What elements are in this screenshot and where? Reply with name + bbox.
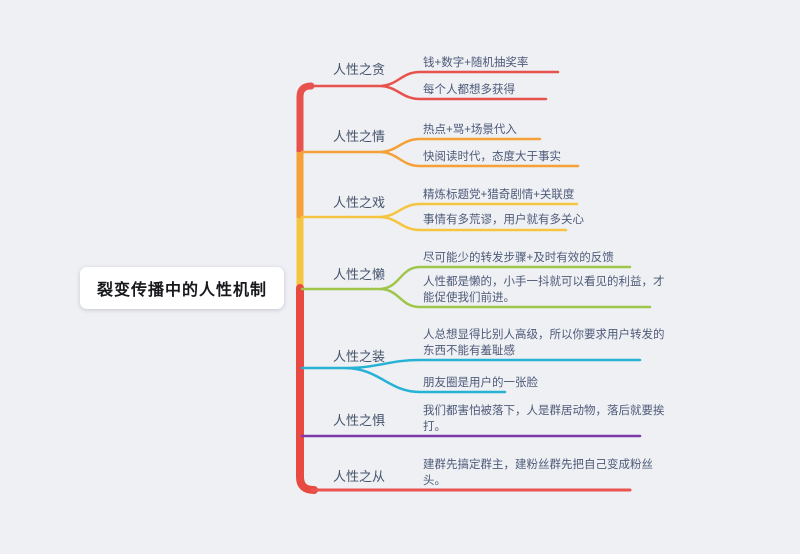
child-topic[interactable]: 精炼标题党+猎奇剧情+关联度 [423, 189, 575, 201]
child-topic[interactable]: 我们都害怕被落下，人是群居动物，落后就要挨打。 [423, 405, 665, 433]
branch-topic-laziness[interactable]: 人性之懒 [333, 267, 386, 282]
child-topic[interactable]: 快阅读时代，态度大于事实 [423, 151, 561, 163]
branch-line-greed [301, 70, 560, 101]
branch-topic-emotion[interactable]: 人性之情 [333, 129, 386, 144]
child-topic[interactable]: 每个人都想多获得 [423, 84, 515, 96]
central-topic[interactable]: 裂变传播中的人性机制 [80, 267, 284, 309]
trunk-segment-red-top [296, 82, 315, 157]
branch-topic-greed[interactable]: 人性之贪 [333, 62, 386, 77]
child-topic[interactable]: 热点+骂+场景代入 [423, 124, 517, 136]
branch-topic-conformity[interactable]: 人性之从 [333, 469, 386, 484]
branch-topic-pretension[interactable]: 人性之装 [333, 349, 386, 364]
child-topic[interactable]: 建群先搞定群主，建粉丝群先把自己变成粉丝头。 [423, 459, 653, 487]
child-topic[interactable]: 事情有多荒谬，用户就有多关心 [423, 214, 584, 226]
child-topic[interactable]: 朋友圈是用户的一张脸 [423, 377, 538, 389]
branch-line-laziness [300, 265, 652, 309]
branch-topic-fear[interactable]: 人性之惧 [333, 413, 386, 428]
branch-line-pretension [300, 358, 642, 394]
child-topic[interactable]: 人总想显得比别人高级，所以你要求用户转发的东西不能有羞耻感 [423, 329, 665, 357]
child-topic[interactable]: 尽可能少的转发步骤+及时有效的反馈 [423, 252, 614, 264]
branch-topic-drama[interactable]: 人性之戏 [333, 195, 386, 210]
branch-line-emotion [300, 137, 580, 168]
branch-line-drama [300, 202, 579, 232]
child-topic[interactable]: 钱+数字+随机抽奖率 [423, 57, 529, 69]
trunk-segment-red-bottom [296, 284, 318, 494]
child-topic[interactable]: 人性都是懒的，小手一抖就可以看见的利益，才能促使我们前进。 [423, 276, 665, 304]
